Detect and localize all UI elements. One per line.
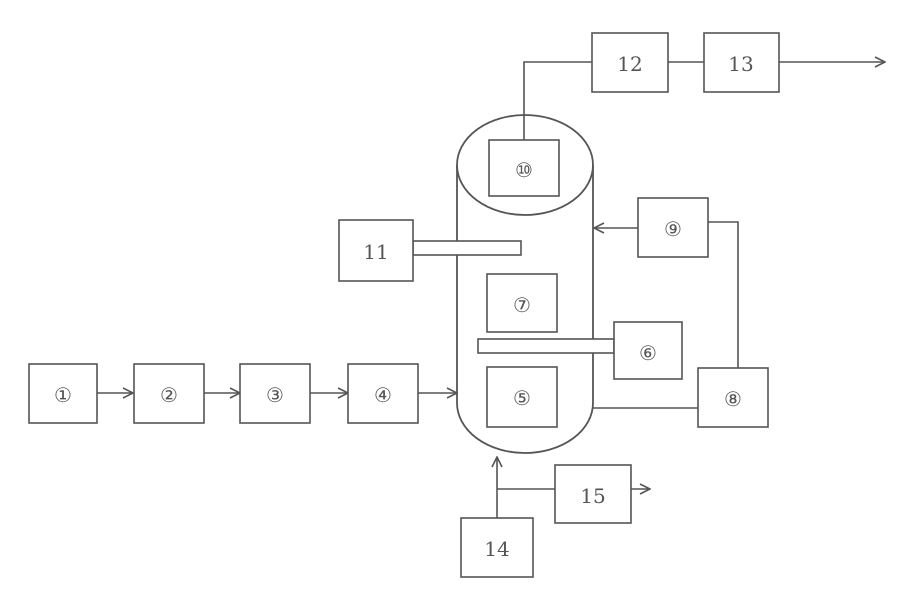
box-14: 14 bbox=[461, 518, 533, 577]
label-13: 13 bbox=[728, 52, 753, 76]
label-8: ⑧ bbox=[724, 387, 742, 411]
label-5: ⑤ bbox=[513, 386, 531, 410]
box-7: ⑦ bbox=[487, 274, 557, 332]
box-6: ⑥ bbox=[614, 322, 682, 379]
label-11: 11 bbox=[363, 240, 388, 264]
box-15: 15 bbox=[555, 465, 631, 523]
label-12: 12 bbox=[617, 52, 642, 76]
box-11: 11 bbox=[339, 220, 413, 281]
box-2: ② bbox=[134, 364, 204, 423]
label-10: ⑩ bbox=[515, 158, 533, 182]
box-8: ⑧ bbox=[698, 368, 768, 427]
label-3: ③ bbox=[266, 383, 284, 407]
label-15: 15 bbox=[580, 484, 605, 508]
label-6: ⑥ bbox=[639, 341, 657, 365]
bar-6 bbox=[478, 339, 614, 353]
box-12: 12 bbox=[592, 33, 668, 92]
box-4: ④ bbox=[348, 364, 418, 423]
label-7: ⑦ bbox=[513, 293, 531, 317]
label-9: ⑨ bbox=[664, 217, 682, 241]
box-9: ⑨ bbox=[638, 198, 708, 257]
box-3: ③ bbox=[240, 364, 310, 423]
bar-11 bbox=[413, 241, 521, 255]
label-2: ② bbox=[160, 383, 178, 407]
box-13: 13 bbox=[704, 33, 779, 92]
label-4: ④ bbox=[374, 383, 392, 407]
box-10: ⑩ bbox=[489, 140, 559, 196]
line-8-to-9 bbox=[708, 222, 738, 368]
box-1: ① bbox=[29, 364, 97, 423]
box-5: ⑤ bbox=[487, 367, 557, 427]
label-1: ① bbox=[54, 383, 72, 407]
label-14: 14 bbox=[484, 537, 509, 561]
